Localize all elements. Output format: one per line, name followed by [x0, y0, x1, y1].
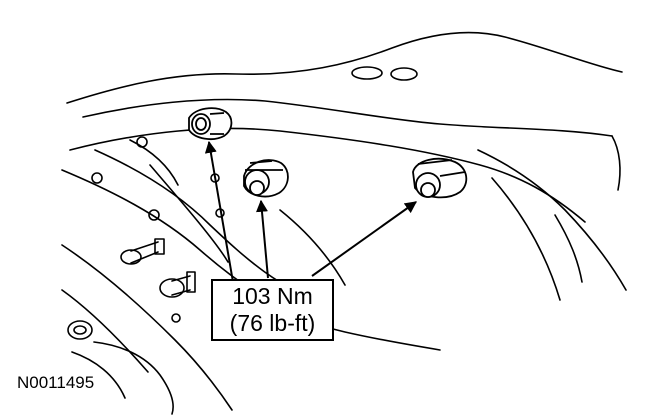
arrow-icon-center: [256, 199, 269, 279]
rail-hole-3: [148, 209, 160, 221]
arrow-icon-right: [311, 201, 417, 277]
slot-hole-2: [390, 67, 418, 81]
rail-lip: [129, 139, 179, 186]
arrow-icon-left: [204, 140, 234, 283]
rail-bolt-icon: [159, 271, 196, 298]
frame-rib: [279, 209, 346, 286]
crossmember-top-edge: [66, 31, 623, 104]
lower-frame-sweep: [61, 244, 233, 411]
rail-hole-6: [171, 313, 181, 323]
figure-id-label: N0011495: [17, 373, 97, 393]
right-bracket-edge: [554, 214, 583, 283]
hub-assembly: [67, 320, 174, 415]
torque-imperial-label: (76 lb-ft): [229, 310, 316, 336]
mount-bolt-icon-center: [243, 159, 289, 198]
crossmember-lower-edge: [69, 127, 586, 223]
rail-hole-1: [136, 136, 148, 148]
right-bracket-web: [491, 177, 561, 301]
crossmember-inner-edge: [82, 98, 613, 137]
right-bracket-outline: [477, 149, 627, 291]
torque-metric-label: 103 Nm: [232, 283, 313, 309]
crossmember-right-end: [611, 135, 621, 191]
mount-bolt-icon-left: [188, 107, 233, 141]
torque-callout: 103 Nm (76 lb-ft): [211, 279, 334, 341]
lower-frame-sweep-2: [61, 289, 149, 373]
rail-hole-2: [91, 172, 103, 184]
rail-flange: [149, 164, 229, 263]
mount-bolt-icon-right: [412, 158, 468, 199]
lower-bolt-icon: [120, 238, 165, 265]
slot-hole-1: [351, 66, 383, 80]
